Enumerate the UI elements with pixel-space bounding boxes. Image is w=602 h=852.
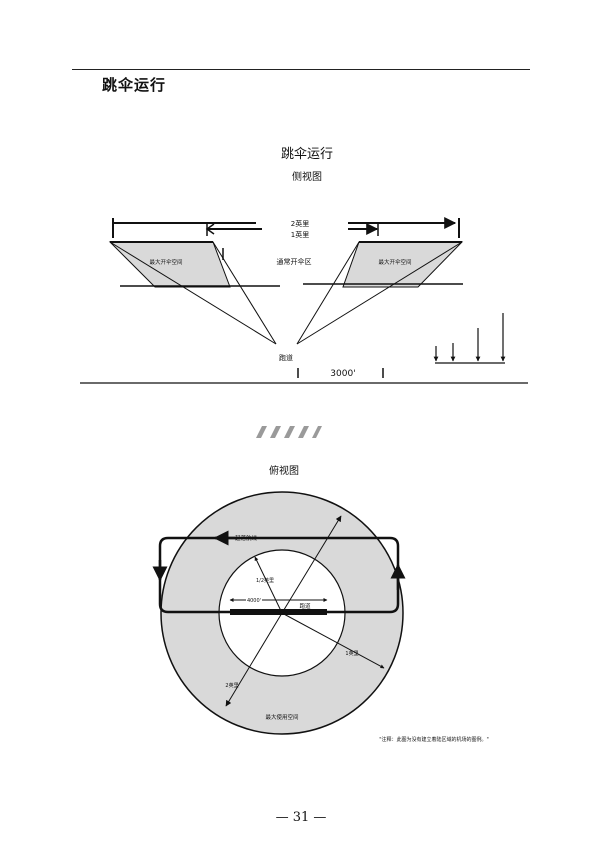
decorative-hatch [256,426,322,438]
label-1mi-top: 1英里 [345,650,358,657]
header-rule [72,69,530,70]
runway-bar [230,609,327,615]
side-view-title: 跳伞运行 [281,146,333,162]
label-pattern: 起落航线 [235,534,258,542]
label-1mi: 1英里 [291,230,309,239]
footnote: "注释：此图为没有建立着陆区域的机场的图例。" [379,736,489,743]
left-outer-cone [109,241,277,345]
label-runway-top: 跑道 [299,602,311,610]
label-half-mi: 1/2英里 [256,577,274,584]
right-outer-cone [296,241,463,345]
label-2mi: 2英里 [291,219,309,228]
radius-half-mi [254,556,283,614]
label-center-zone: 通常开伞区 [277,257,312,266]
label-left-zone: 最大开伞空间 [149,258,182,266]
label-right-zone: 最大开伞空间 [378,258,411,266]
top-view: 俯视图 起落航线 跑道 4000' 1/2英里 1英里 2英里 最大使用空间 "… [152,464,489,743]
radius-2mi-lower [225,612,283,707]
label-4000: 4000' [247,598,261,604]
side-view: 跳伞运行 侧视图 2英里 1英里 最大开伞空间 最大开伞空间 通常开伞区 跑道 [80,146,528,384]
side-view-subtitle: 侧视图 [292,170,322,183]
section-title: 跳伞运行 [102,76,167,94]
page-number: — 31 — [275,810,327,825]
label-2mi-top: 2英里 [225,682,238,689]
label-max-space: 最大使用空间 [265,713,298,721]
radius-1mi [281,612,385,669]
radius-2mi-upper [281,515,342,614]
top-view-title: 俯视图 [269,464,299,477]
label-runway-side: 跑道 [279,353,293,362]
label-distance: 3000' [330,369,355,379]
right-inner-cone [296,241,360,345]
